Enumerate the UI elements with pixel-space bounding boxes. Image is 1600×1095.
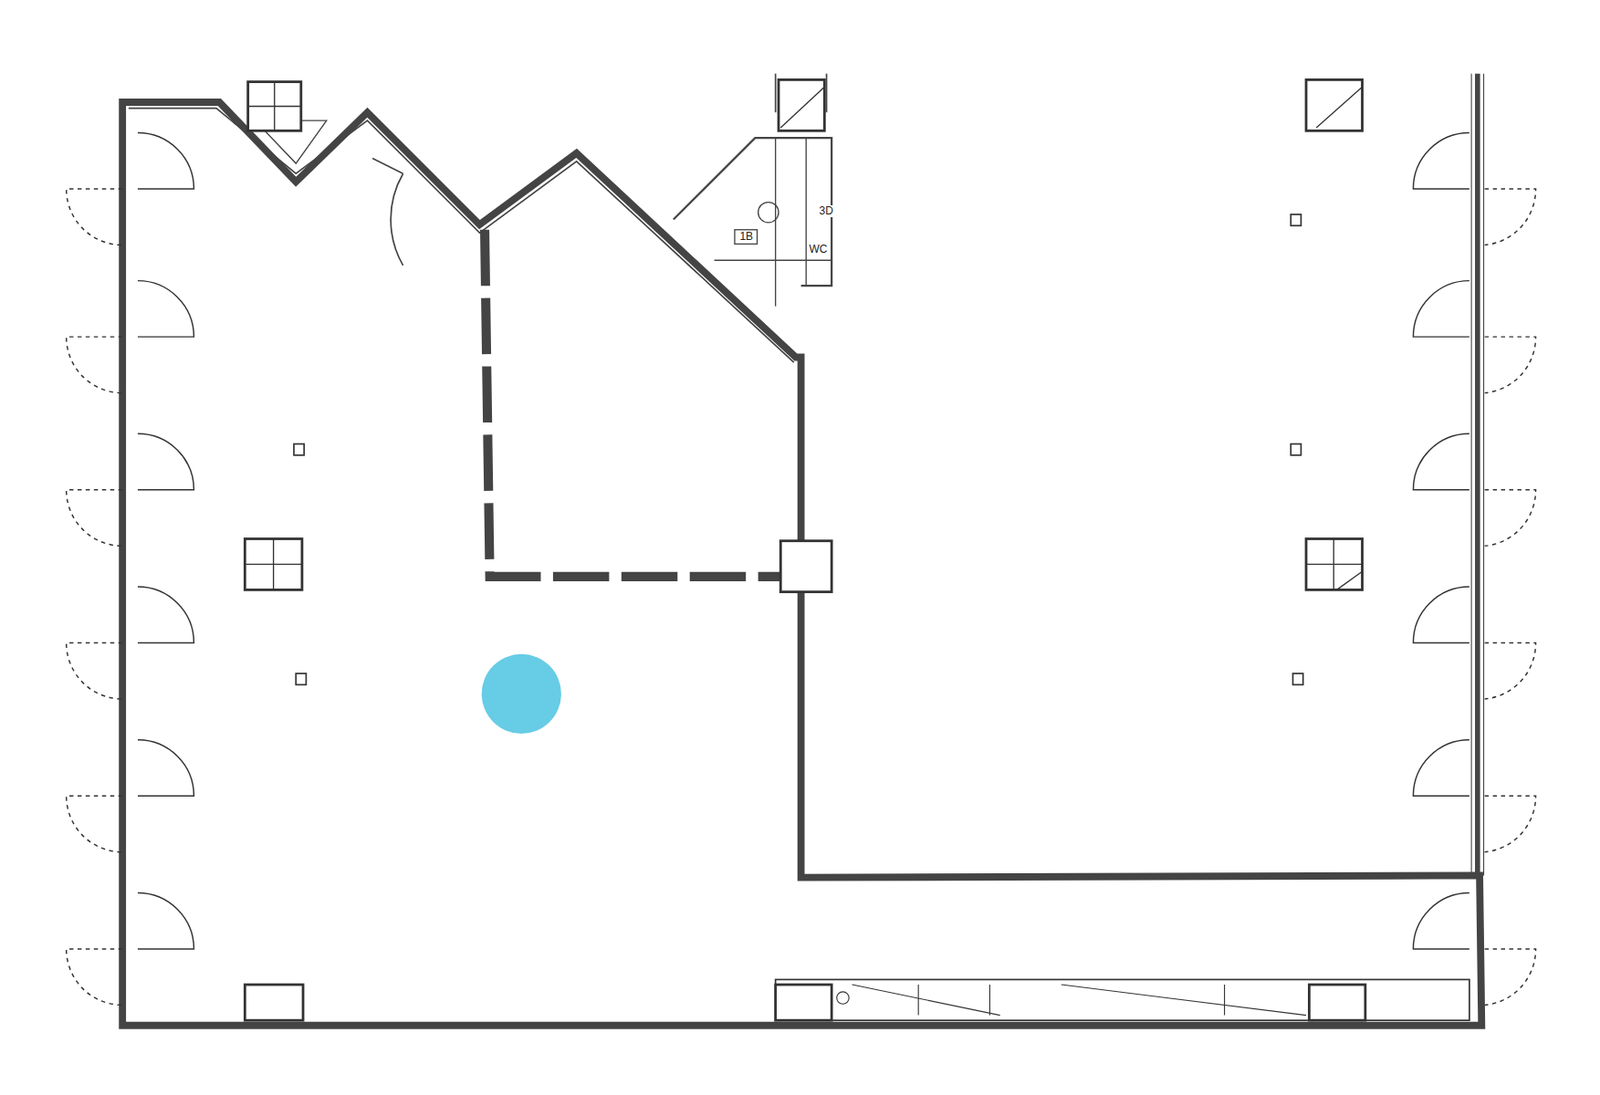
door-swing (1412, 133, 1469, 189)
door-swing (66, 643, 123, 700)
door-swing (137, 740, 194, 796)
door-swing (137, 586, 194, 643)
door-swing (1412, 586, 1469, 643)
door-swing (1412, 281, 1469, 337)
door-swing (66, 490, 123, 546)
door-swing (137, 133, 194, 189)
door-swing (1412, 740, 1469, 796)
door-swing (137, 433, 194, 490)
door-swing (1412, 433, 1469, 490)
door-swing (1484, 949, 1537, 1005)
room-label: 3D (818, 205, 835, 218)
door-swing (1484, 336, 1537, 393)
room-label: 1B (738, 230, 754, 243)
door-swing (137, 281, 194, 337)
door-swing (66, 795, 123, 852)
door-swing (1484, 643, 1537, 700)
door-swing (137, 892, 194, 949)
location-marker (481, 654, 562, 734)
door-swing (1484, 795, 1537, 852)
door-swing (1412, 892, 1469, 949)
door-swing (1484, 188, 1537, 245)
door-swing (66, 949, 123, 1005)
door-swing (66, 188, 123, 245)
door-swing (66, 336, 123, 393)
door-swing (1484, 490, 1537, 546)
room-label: WC (807, 243, 828, 256)
